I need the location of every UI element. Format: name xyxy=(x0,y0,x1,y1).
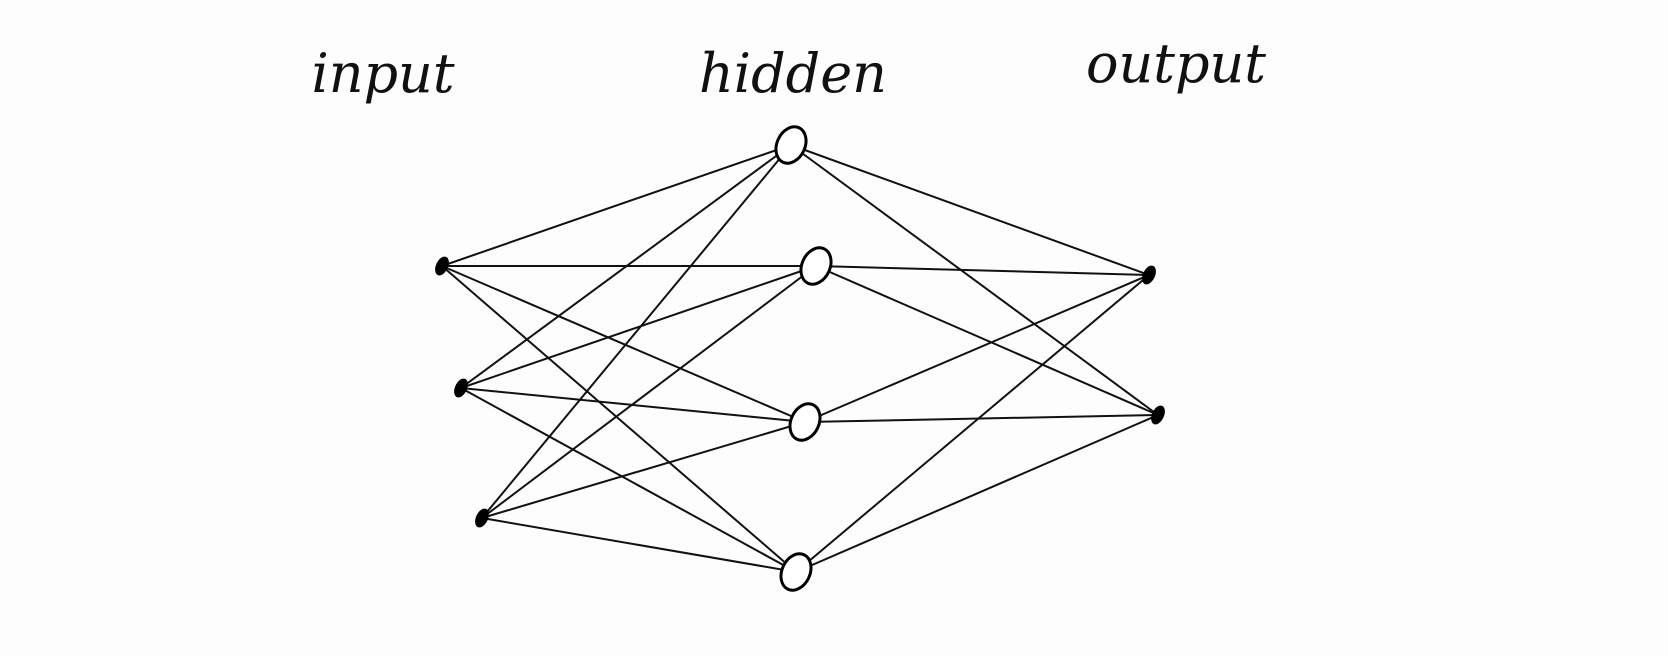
edge-input3-hidden4 xyxy=(481,517,797,573)
edge-hidden1-output2 xyxy=(790,144,1159,416)
input-node-2 xyxy=(454,378,468,398)
input-node-1 xyxy=(435,256,449,276)
edge-input2-hidden2 xyxy=(460,265,817,389)
hidden-node-4 xyxy=(779,552,813,592)
edge-hidden3-output1 xyxy=(804,274,1150,423)
edges xyxy=(441,144,1159,573)
hidden-node-3 xyxy=(788,402,822,442)
hidden-layer-label: hidden xyxy=(699,42,887,105)
input-node-3 xyxy=(475,508,489,528)
hidden-node-1 xyxy=(774,125,808,165)
edge-hidden4-output1 xyxy=(795,274,1150,573)
edge-hidden1-output1 xyxy=(790,144,1150,276)
output-node-2 xyxy=(1151,405,1165,425)
hidden-node-2 xyxy=(799,246,833,286)
edge-input2-hidden4 xyxy=(460,387,797,573)
edge-input2-hidden1 xyxy=(460,144,792,389)
edge-hidden3-output2 xyxy=(804,414,1159,423)
input-layer-label: input xyxy=(311,42,454,105)
edge-hidden2-output2 xyxy=(815,265,1159,416)
edge-input3-hidden3 xyxy=(481,421,806,519)
edge-input3-hidden1 xyxy=(481,144,792,519)
edge-input1-hidden4 xyxy=(441,265,797,573)
output-node-1 xyxy=(1142,265,1156,285)
edge-input1-hidden3 xyxy=(441,265,806,423)
edge-hidden2-output1 xyxy=(815,265,1150,276)
edge-hidden4-output2 xyxy=(795,414,1159,573)
nodes xyxy=(435,125,1165,592)
output-layer-label: output xyxy=(1086,32,1266,95)
edge-input3-hidden2 xyxy=(481,265,817,519)
edge-input1-hidden1 xyxy=(441,144,792,267)
